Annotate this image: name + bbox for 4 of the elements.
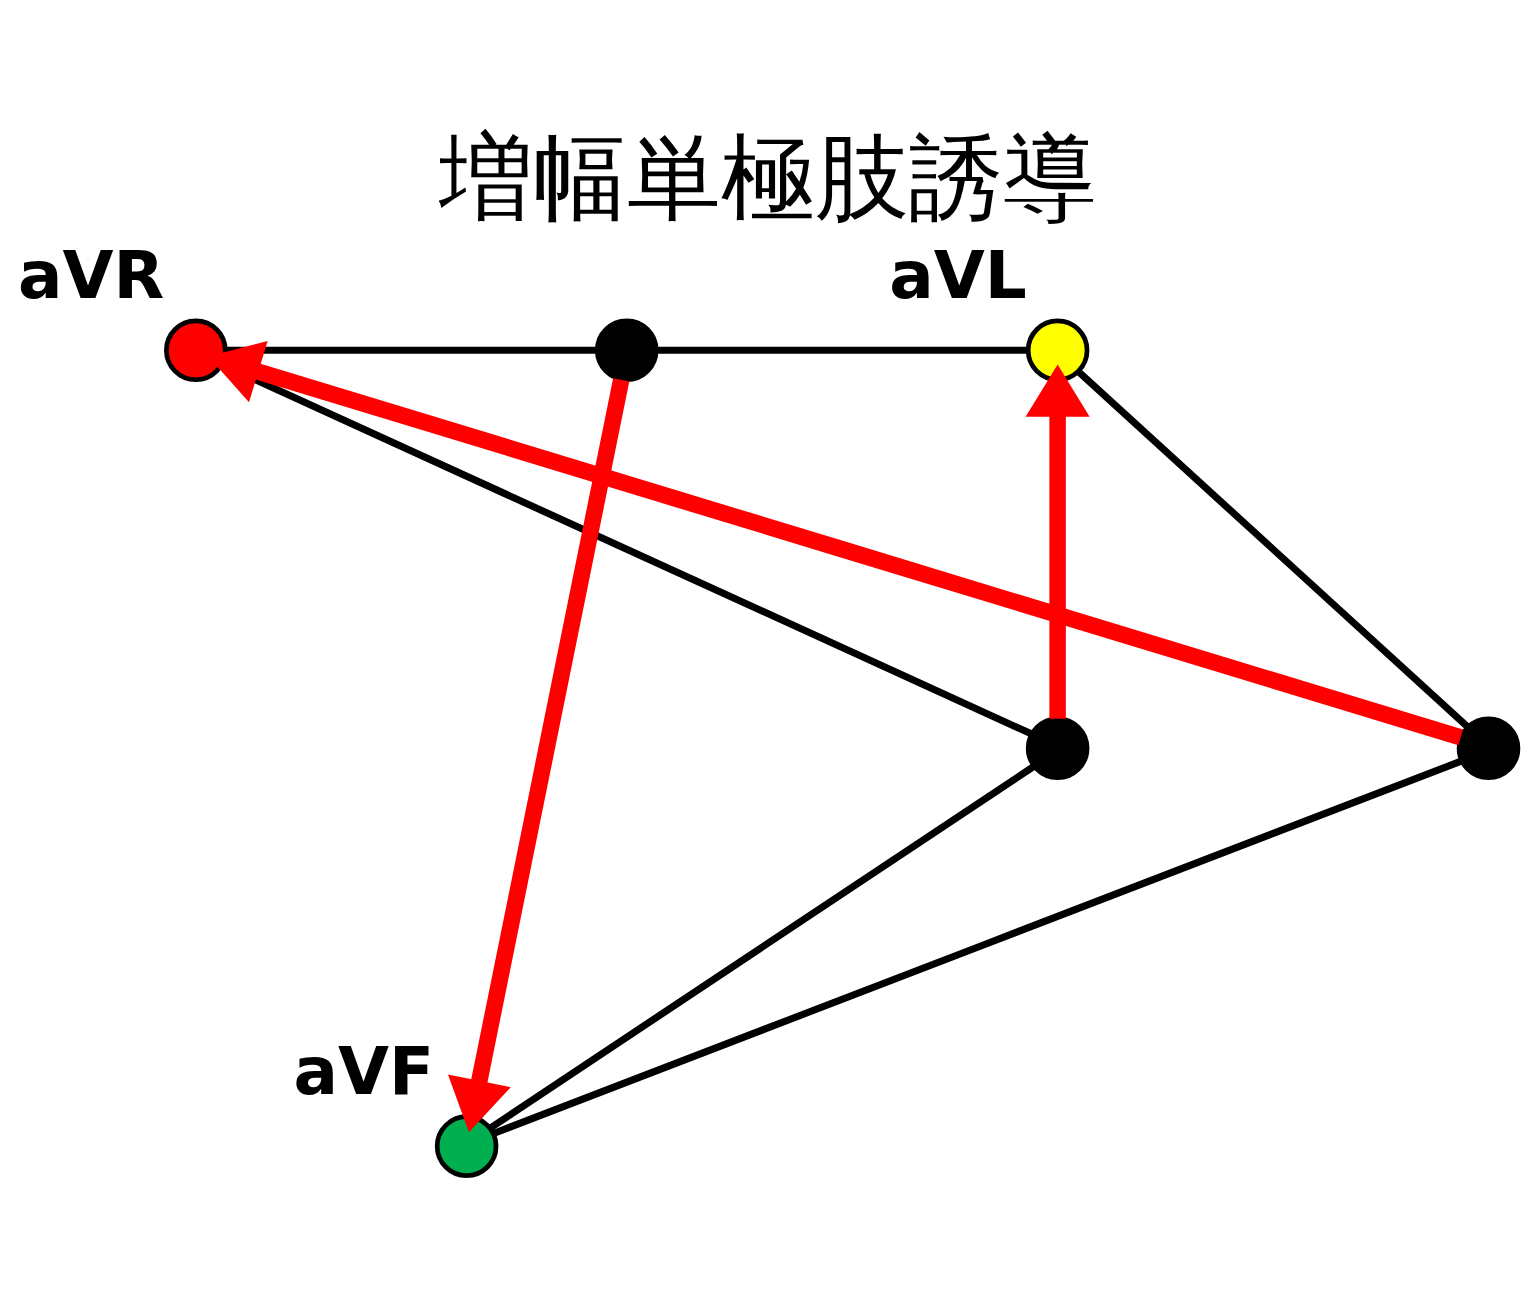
node-label: aVF	[293, 1032, 435, 1110]
node-label: aVL	[889, 236, 1027, 314]
node-label: aVR	[18, 236, 165, 314]
diagram-title: 増幅単極肢誘導	[439, 122, 1097, 232]
